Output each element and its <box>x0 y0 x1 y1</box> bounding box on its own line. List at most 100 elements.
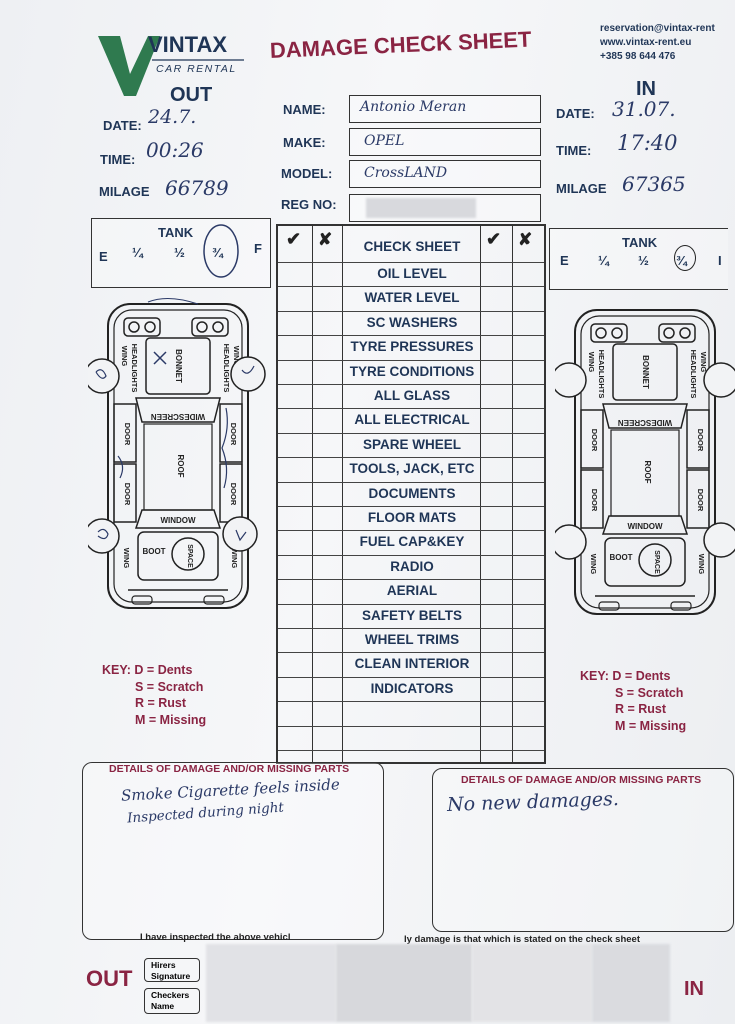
contact-phone: +385 98 644 476 <box>600 51 676 62</box>
tank-in-scale-half: ½ <box>638 253 649 268</box>
window-label: WINDOW <box>627 522 663 531</box>
name-field: Antonio Meran <box>349 95 541 123</box>
key-scratch-in: S = Scratch <box>615 685 684 700</box>
details-box-in: DETAILS OF DAMAGE AND/OR MISSING PARTS N… <box>432 768 734 932</box>
spare-wheel-space <box>638 543 672 577</box>
tank-out-level-circle <box>203 224 239 278</box>
out-time-value: 00:26 <box>146 138 204 162</box>
in-cross-column-icon: ✘ <box>518 230 533 249</box>
checklist-item: SAFETY BELTS <box>361 607 462 623</box>
key-scratch: S = Scratch <box>135 679 204 694</box>
windscreen-panel <box>602 403 688 429</box>
page-title: DAMAGE CHECK SHEET <box>269 26 532 63</box>
details-label-out: DETAILS OF DAMAGE AND/OR MISSING PARTS <box>109 763 350 775</box>
damage-key-in: KEY: D = Dents S = Scratch R = Rust M = … <box>580 668 686 734</box>
bonnet-panel <box>145 337 211 395</box>
details-box-out: DETAILS OF DAMAGE AND/OR MISSING PARTS S… <box>82 762 384 940</box>
boot-panel <box>604 537 686 587</box>
details-in-note: No new damages. <box>446 788 620 816</box>
wheel-3 <box>555 524 587 560</box>
headlight-left <box>590 323 628 343</box>
headlights-label-right: HEADLIGHTS <box>689 350 698 399</box>
roof-label: ROOF <box>176 454 185 477</box>
door-front-right <box>686 409 710 469</box>
door-label-3: DOOR <box>696 429 705 452</box>
boot-label: BOOT <box>609 553 632 562</box>
reg-redaction <box>366 198 476 218</box>
door-front-right <box>219 403 243 463</box>
key-rust-in: R = Rust <box>615 702 667 716</box>
model-label: MODEL: <box>281 166 333 181</box>
out-date-value: 24.7. <box>148 106 197 128</box>
car-body-outline <box>574 309 716 615</box>
hirers-signature-field: Hirers Signature <box>144 958 200 982</box>
signature-redaction-4 <box>592 944 670 1022</box>
checklist-item: SC WASHERS <box>366 314 458 330</box>
checklist-item: AERIAL <box>386 583 438 599</box>
in-milage-label: MILAGE <box>556 181 607 196</box>
checklist-item: DOCUMENTS <box>368 485 456 501</box>
checklist-item: CLEAN INTERIOR <box>354 656 470 672</box>
door-label-1: DOOR <box>590 429 599 452</box>
checklist-item: TYRE PRESSURES <box>350 339 474 355</box>
footer-in: IN <box>684 978 704 1000</box>
key-missing: M = Missing <box>135 712 207 727</box>
checklist-item: WHEEL TRIMS <box>364 632 460 647</box>
details-out-note-line2: Inspected during night <box>126 799 285 827</box>
door-label-3: DOOR <box>229 423 238 446</box>
wing-label-rear-right: WING <box>697 554 706 575</box>
windscreen-panel <box>135 397 221 423</box>
headlight-left <box>123 317 161 337</box>
wing-label-rear-left: WING <box>122 548 131 569</box>
damage-mark-right-side <box>221 407 228 489</box>
make-label: MAKE: <box>283 135 326 150</box>
wheel-1 <box>88 358 120 394</box>
in-check-column-icon: ✔ <box>486 229 502 249</box>
space-label: SPACE <box>186 544 193 568</box>
headlight-right <box>191 317 229 337</box>
damage-key-out: KEY: D = Dents S = Scratch R = Rust M = … <box>102 662 206 728</box>
door-label-2: DOOR <box>590 489 599 512</box>
tank-in-scale-empty: E <box>560 253 569 268</box>
key-dents: D = Dents <box>134 663 193 677</box>
brand-name: VINTAX <box>148 32 227 57</box>
out-milage-value: 66789 <box>165 176 229 200</box>
widescreen-label: WIDESCREEN <box>618 418 672 427</box>
reg-label: REG NO: <box>281 197 337 212</box>
wheel-4 <box>222 516 258 552</box>
contact-email: reservation@vintax-rent <box>600 23 715 34</box>
key-title: KEY: <box>102 663 131 677</box>
contact-block: reservation@vintax-rent www.vintax-rent.… <box>600 22 715 64</box>
checklist-item: ALL ELECTRICAL <box>354 412 470 428</box>
footer-out: OUT <box>86 966 133 991</box>
in-heading: IN <box>636 78 656 100</box>
checklist-item: FLOOR MATS <box>367 510 457 525</box>
in-time-value: 17:40 <box>617 131 678 155</box>
tank-scale-three-quarter: ¾ <box>212 245 223 260</box>
wing-label-front-right: WING <box>232 346 241 367</box>
checklist-item: FUEL CAP&KEY <box>359 534 465 550</box>
make-field: OPEL <box>349 128 541 156</box>
bonnet-panel <box>612 343 678 401</box>
checklist-item: TYRE CONDITIONS <box>349 363 475 379</box>
wing-label-front-left: WING <box>120 346 129 367</box>
door-label-2: DOOR <box>123 483 132 506</box>
widescreen-label: WIDESCREEN <box>151 412 205 421</box>
bonnet-label: BONNET <box>174 349 183 383</box>
brand-subtitle: CAR RENTAL <box>156 63 237 75</box>
wheel-2 <box>230 356 266 392</box>
damage-mark-bonnet <box>153 351 167 365</box>
door-rear-left <box>113 463 137 523</box>
door-rear-left <box>580 469 604 529</box>
reg-field <box>349 194 541 222</box>
contact-website: www.vintax-rent.eu <box>600 37 692 48</box>
tank-gauge-out: TANK E ¼ ½ ¾ F <box>91 218 271 288</box>
roof-label: ROOF <box>643 460 652 483</box>
out-date-label: DATE: <box>103 118 142 133</box>
wing-label-front-right: WING <box>699 352 708 373</box>
key-missing-in: M = Missing <box>615 718 687 733</box>
checklist-item: ALL GLASS <box>373 388 451 403</box>
